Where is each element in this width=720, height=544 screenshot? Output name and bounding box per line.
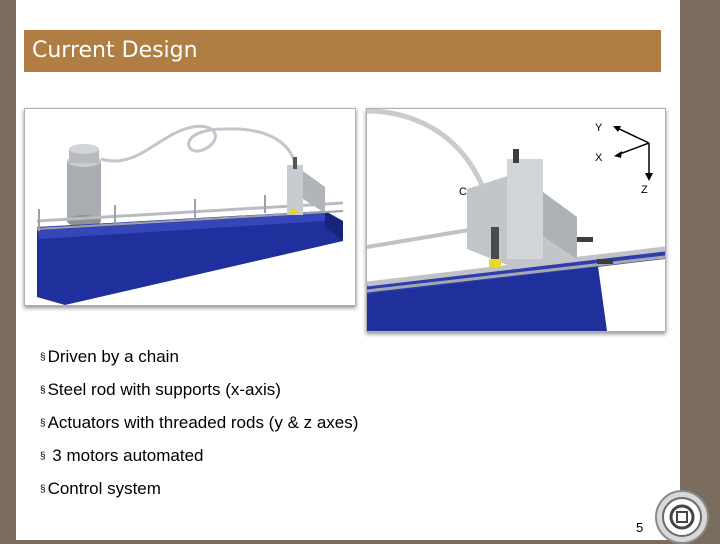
bullet-list: §Driven by a chain §Steel rod with suppo… (40, 340, 358, 505)
bullet-text: Driven by a chain (47, 347, 179, 366)
bullet-marker: § (40, 385, 46, 396)
label-c-right: C (459, 186, 467, 198)
slide-title: Current Design (24, 30, 661, 72)
page-number: 5 (636, 520, 644, 535)
bullet-text: 3 motors automated (47, 446, 204, 465)
bullet-text: Control system (47, 479, 161, 498)
axis-label-y: Y (595, 122, 603, 134)
bullet-item: §Driven by a chain (40, 340, 358, 373)
axis-label-x: X (595, 152, 603, 164)
tank-render-image (24, 108, 356, 306)
bullet-text: Actuators with threaded rods (y & z axes… (47, 413, 359, 432)
bullet-item: §Control system (40, 472, 358, 505)
bullet-item: § 3 motors automated (40, 439, 358, 472)
university-seal-icon (655, 490, 709, 544)
carriage-closeup-image: Y X Z C (366, 108, 666, 332)
bullet-item: §Actuators with threaded rods (y & z axe… (40, 406, 358, 439)
bullet-marker: § (40, 352, 46, 363)
bullet-item: §Steel rod with supports (x-axis) (40, 373, 358, 406)
bullet-text: Steel rod with supports (x-axis) (47, 380, 281, 399)
bullet-marker: § (40, 484, 46, 495)
bullet-marker: § (40, 418, 46, 429)
bullet-marker: § (40, 451, 46, 462)
axis-label-z: Z (641, 184, 648, 196)
